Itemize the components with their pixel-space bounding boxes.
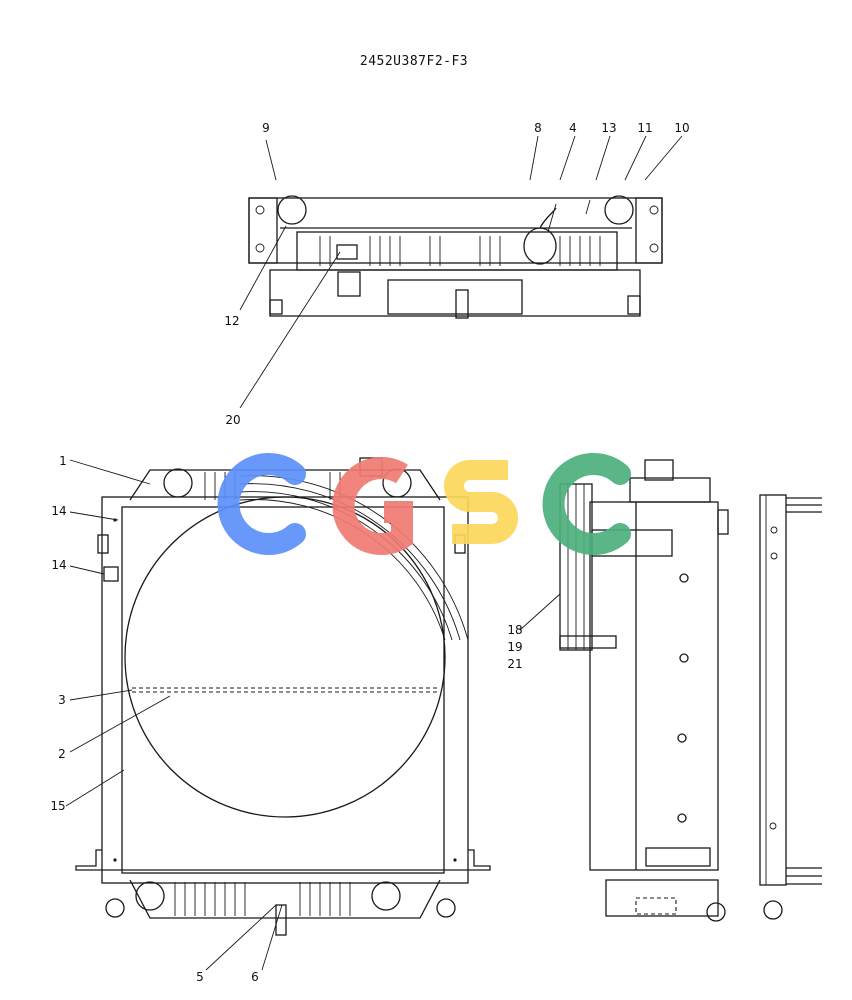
callout-5: 5 [196, 970, 204, 984]
callout-21: 21 [507, 657, 522, 671]
callout-2: 2 [58, 747, 66, 761]
side-view [559, 459, 729, 922]
callout-3: 3 [58, 693, 66, 707]
watermark-letter-s-yellow [444, 460, 518, 544]
callout-8: 8 [534, 121, 542, 135]
callout-15: 15 [50, 799, 65, 813]
watermark [217, 453, 631, 555]
callout-1: 1 [59, 454, 67, 468]
callout-6: 6 [251, 970, 259, 984]
watermark-letter-c-blue [217, 453, 306, 555]
callout-14-lower: 14 [51, 558, 66, 572]
callout-11: 11 [637, 121, 652, 135]
callouts: 9 8 4 13 11 10 12 20 1 14 14 3 2 15 18 1… [50, 121, 689, 984]
leader-lines [65, 135, 683, 971]
drawing-code: 2452U387F2-F3 [360, 54, 468, 69]
callout-19: 19 [507, 640, 522, 654]
callout-18: 18 [507, 623, 522, 637]
callout-4: 4 [569, 121, 577, 135]
watermark-letter-c-green [542, 453, 631, 555]
callout-13: 13 [601, 121, 616, 135]
side-view-right [759, 494, 822, 920]
callout-20: 20 [225, 413, 240, 427]
callout-9: 9 [262, 121, 270, 135]
callout-10: 10 [674, 121, 689, 135]
top-view [248, 195, 663, 319]
callout-14-upper: 14 [51, 504, 66, 518]
callout-12: 12 [224, 314, 239, 328]
watermark-letter-g-red [332, 457, 413, 555]
